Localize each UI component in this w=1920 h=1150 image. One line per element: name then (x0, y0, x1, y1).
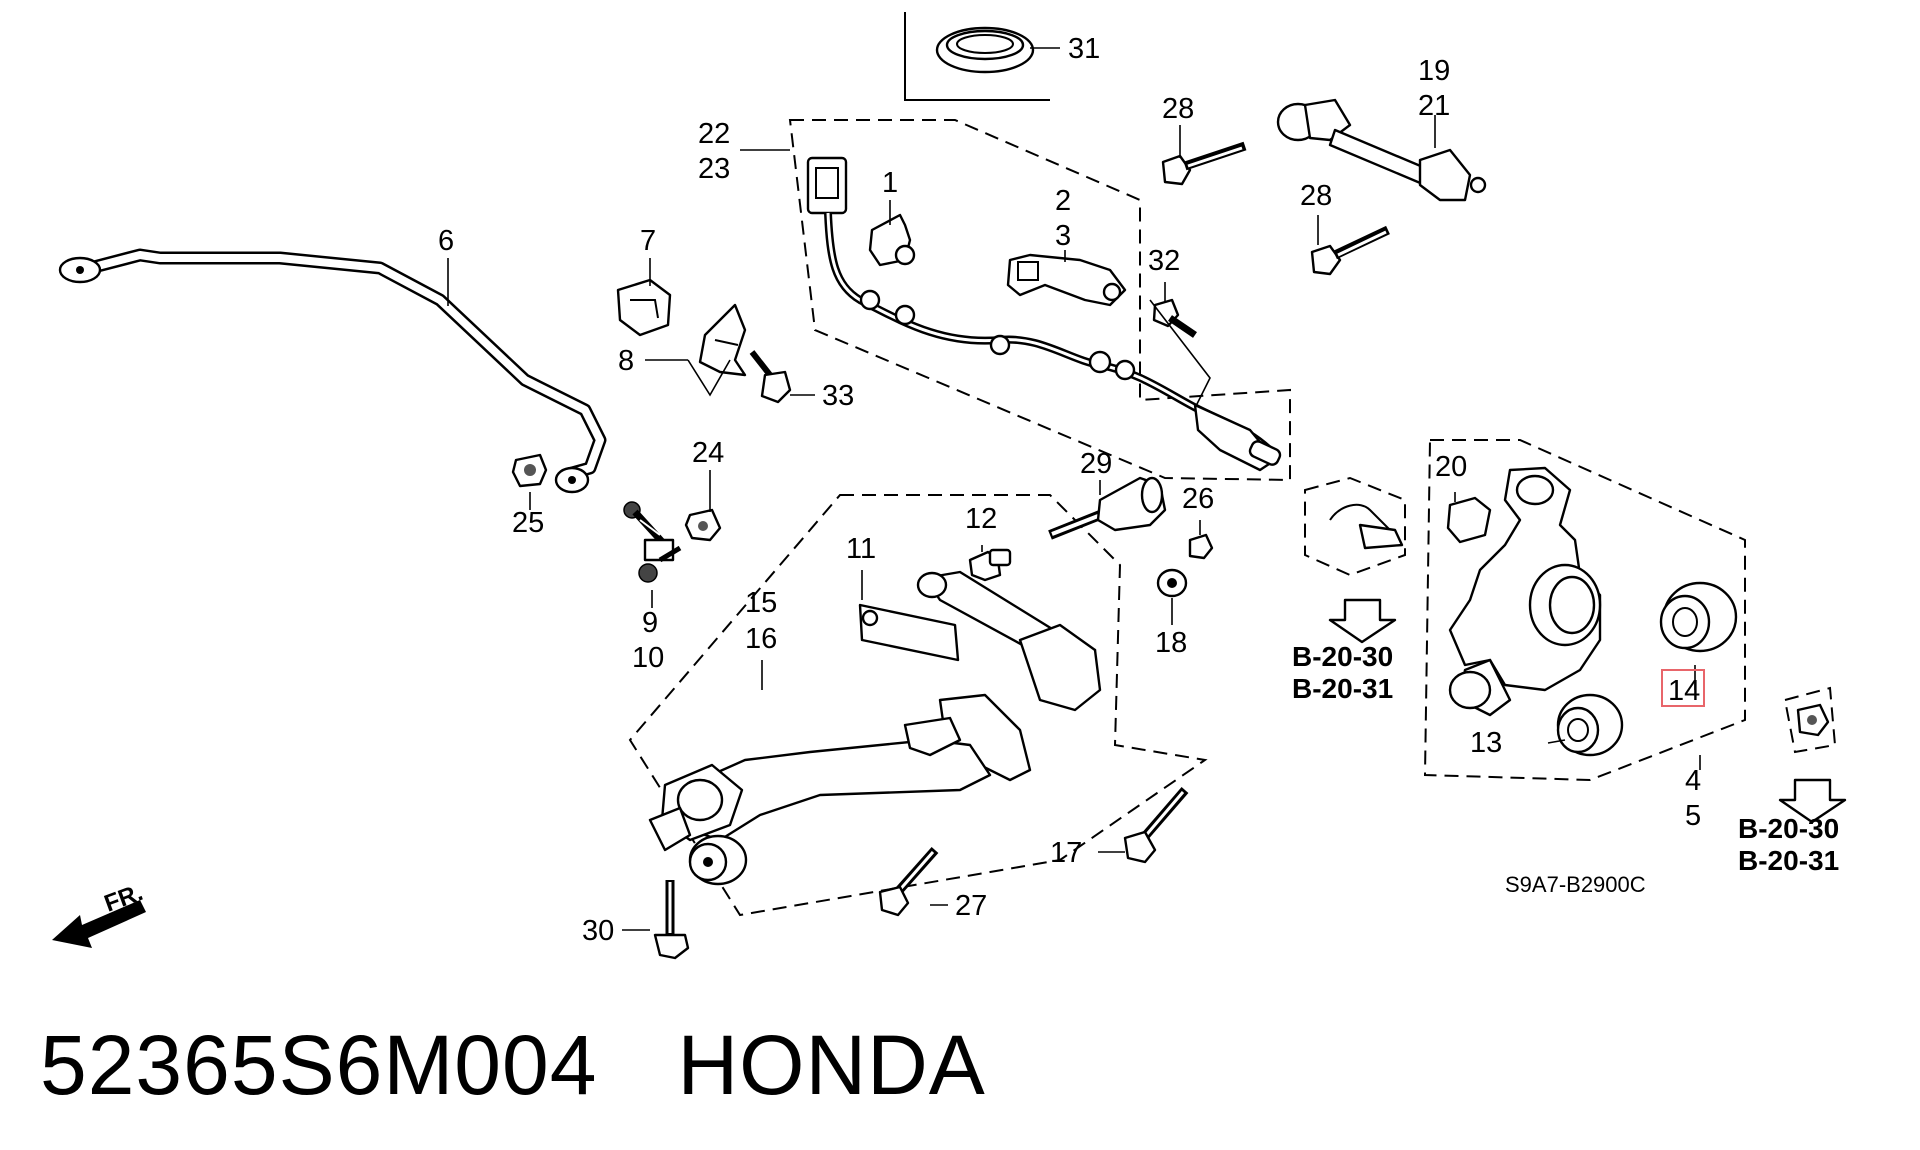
callout: 28 (1300, 180, 1332, 212)
seal-bracket-line (904, 12, 1050, 101)
callout: 23 (698, 153, 730, 185)
knuckle-assembly (1448, 466, 1602, 717)
hub-detail-outline (1304, 476, 1406, 577)
callout: 25 (512, 507, 544, 539)
bolt-28-upper (1161, 141, 1247, 186)
front-direction-arrow (52, 900, 146, 948)
sensor-group-outline (788, 119, 1291, 482)
highlight-box (1661, 669, 1705, 707)
bolt-32 (1152, 298, 1197, 338)
abs-sensor-harness (806, 156, 1282, 472)
clip-1 (868, 213, 916, 267)
callout: 6 (438, 225, 454, 257)
callout: 5 (1685, 800, 1701, 832)
leader-lines (447, 47, 1701, 931)
callout: 31 (1068, 33, 1100, 65)
bolt-17 (1123, 787, 1189, 864)
ref-arrow-left (1328, 598, 1397, 644)
bushing-20 (1446, 496, 1492, 544)
callout: 19 (1418, 55, 1450, 87)
callout: 1 (882, 167, 898, 199)
washer-18 (1156, 568, 1188, 598)
callout: 30 (582, 915, 614, 947)
hub-detail (1329, 503, 1404, 550)
callout: 9 (642, 607, 658, 639)
callout: 33 (822, 380, 854, 412)
stabilizer-link-9 (623, 501, 682, 583)
knuckle-group-outline (1423, 439, 1746, 782)
bushing-29 (1048, 476, 1167, 540)
bushing-7 (616, 278, 672, 337)
nut-24 (684, 508, 722, 542)
callout: 8 (618, 345, 634, 377)
seal-31 (935, 26, 1035, 74)
bracket-2-3 (1006, 253, 1127, 307)
nut-detail-outline (1783, 686, 1837, 754)
callout: 2 (1055, 185, 1071, 217)
bolt-12 (968, 548, 1012, 582)
callout: 26 (1182, 483, 1214, 515)
callout: 11 (846, 533, 876, 565)
upper-arm-19-21 (1276, 98, 1487, 202)
nut-25 (511, 453, 548, 488)
callout: 20 (1435, 451, 1467, 483)
callout: 16 (745, 623, 777, 655)
bolt-27 (878, 847, 939, 917)
callout: 29 (1080, 448, 1112, 480)
nut-detail (1796, 703, 1830, 737)
lower-arm-assembly (648, 570, 1102, 886)
brand-name: HONDA (677, 1017, 986, 1112)
reference-label: B-20-31 (1292, 673, 1393, 704)
bushing-13 (1556, 693, 1624, 757)
diagram-code: S9A7-B2900C (1505, 872, 1646, 897)
nut-26 (1188, 533, 1214, 560)
callout: 4 (1685, 765, 1701, 797)
callout: 14 (1668, 675, 1700, 707)
callout: 15 (745, 587, 777, 619)
callout: 32 (1148, 245, 1180, 277)
callout: 10 (632, 642, 664, 674)
callout: 28 (1162, 93, 1194, 125)
ref-arrow-right (1778, 778, 1847, 824)
callout: 3 (1055, 220, 1071, 252)
callout: 18 (1155, 627, 1187, 659)
reference-label: B-20-31 (1738, 845, 1839, 876)
callout: 7 (640, 225, 656, 257)
callout: 21 (1418, 90, 1450, 122)
caption: 52365S6M004 HONDA (40, 1010, 986, 1120)
callout: 13 (1470, 727, 1502, 759)
bracket-8 (698, 303, 747, 377)
callout: 22 (698, 118, 730, 150)
callout: 17 (1050, 837, 1082, 869)
reference-label: B-20-30 (1292, 641, 1393, 672)
bolt-30 (653, 880, 690, 960)
bolt-28-lower (1310, 225, 1390, 276)
bushing-14 (1659, 581, 1738, 653)
callout: 12 (965, 503, 997, 535)
callout: 24 (692, 437, 724, 469)
part-number: 52365S6M004 (40, 1017, 598, 1112)
callout: 27 (955, 890, 987, 922)
stabilizer-bar (58, 248, 607, 494)
reference-label: B-20-30 (1738, 813, 1839, 844)
bolt-33 (749, 350, 792, 404)
